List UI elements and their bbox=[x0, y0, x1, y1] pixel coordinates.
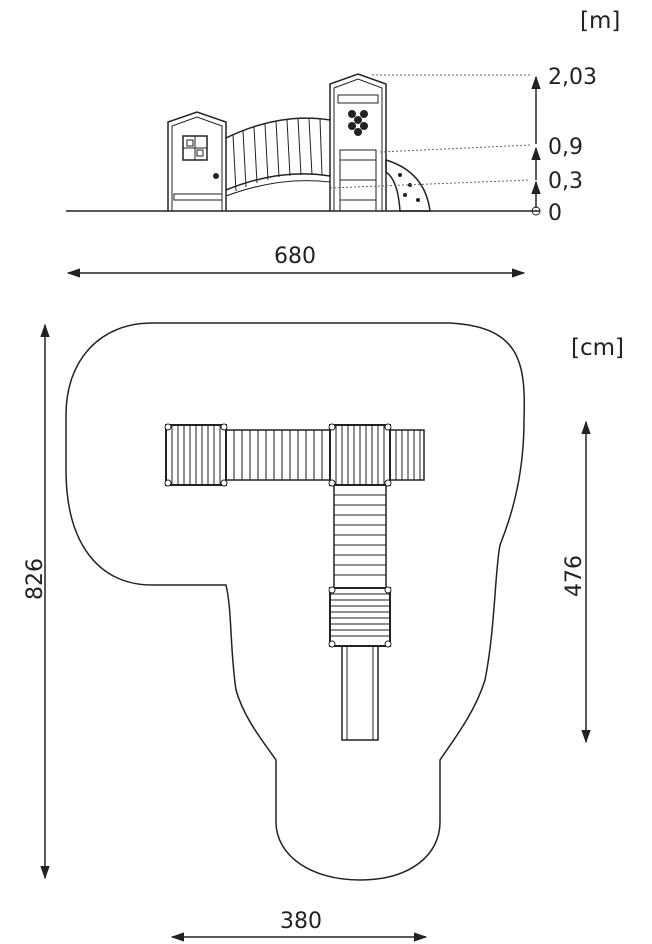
climbing-wall bbox=[385, 158, 431, 212]
height-dimension bbox=[531, 75, 541, 216]
right-tower bbox=[329, 73, 387, 212]
height-label-platform: 0,9 bbox=[548, 135, 583, 160]
height-label-ground: 0 bbox=[548, 201, 562, 226]
arched-bridge bbox=[225, 117, 331, 197]
side-unit-label: [m] bbox=[580, 8, 620, 34]
plan-view: 826 476 380 [cm] bbox=[23, 322, 624, 942]
plan-width-label: 380 bbox=[280, 909, 322, 934]
plan-unit-label: [cm] bbox=[571, 335, 624, 361]
left-tower bbox=[167, 111, 227, 211]
plan-height-label: 826 bbox=[23, 558, 48, 600]
side-width-label: 680 bbox=[274, 244, 316, 269]
height-reference-lines bbox=[329, 74, 531, 189]
side-view: [m] 2,03 0,9 0,3 0 680 bbox=[66, 8, 620, 278]
safety-zone-outline bbox=[65, 322, 526, 881]
height-label-low: 0,3 bbox=[548, 169, 583, 194]
plan-structure bbox=[164, 423, 425, 741]
plan-inner-height-label: 476 bbox=[562, 555, 587, 597]
height-label-top: 2,03 bbox=[548, 65, 597, 90]
